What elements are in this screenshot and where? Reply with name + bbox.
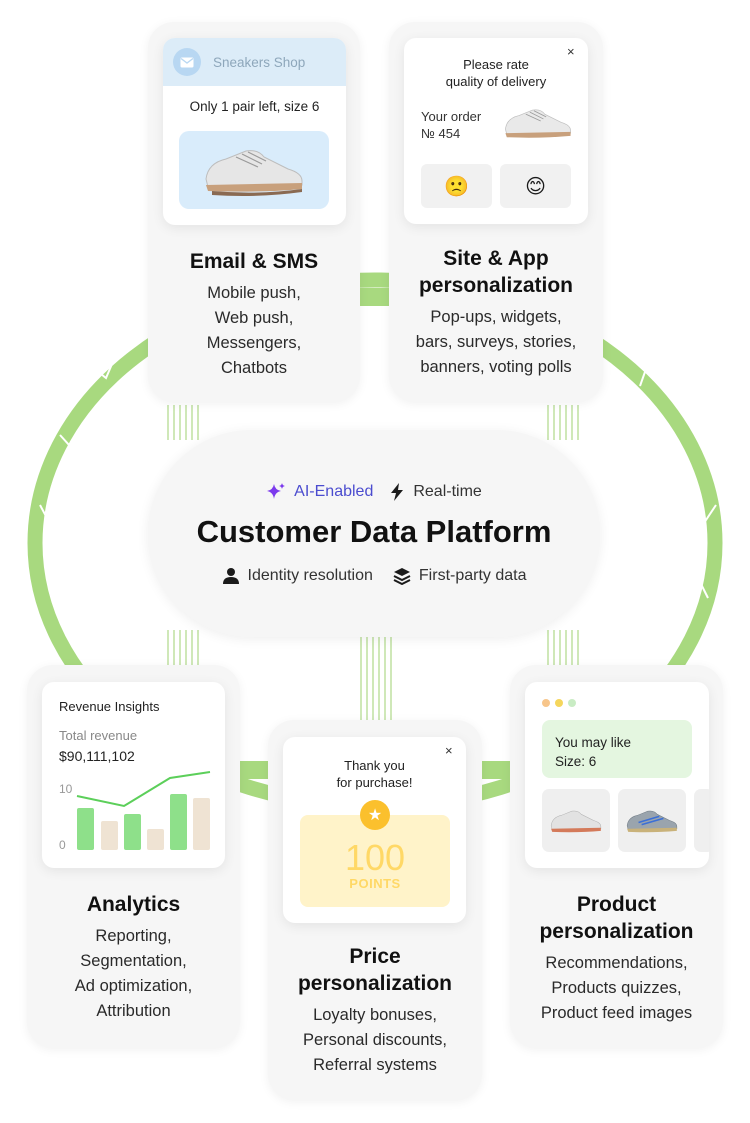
list-item: Products quizzes, [551,979,682,997]
chart-bar [193,798,210,850]
list-item: Chatbots [220,359,288,377]
lightning-icon [391,483,404,501]
list-item: Web push, [214,309,294,327]
site-app-title: Site & App personalization [418,247,574,297]
widget-title: Revenue Insights [59,699,160,714]
site-app-card: Please rate quality of delivery × Your o… [389,22,603,402]
user-icon [222,568,239,584]
thank-you-popup-widget: Thank you for purchase! × ★ 100 POINTS [283,737,466,923]
list-item: Recommendations, [545,954,688,972]
analytics-list: Reporting, Segmentation, Ad optimization… [27,924,240,1024]
email-sms-card: Sneakers Shop Only 1 pair left, size 6 E… [148,22,360,402]
list-item: Personal discounts, [303,1031,447,1049]
price-title: Price personalization [297,945,453,995]
list-item: Pop-ups, widgets, [430,308,562,326]
first-party-data-feature: First-party data [393,567,527,585]
list-item: Attribution [96,1002,171,1020]
total-revenue-value: $90,111,102 [59,748,135,764]
window-dot [542,699,550,707]
email-sms-title: Email & SMS [189,250,319,273]
chart-bar [170,794,187,850]
rate-bad-button[interactable]: 🙁 [421,164,492,208]
list-item: banners, voting polls [420,358,572,376]
list-item: Segmentation, [80,952,187,970]
email-sms-list: Mobile push, Web push, Messengers, Chatb… [148,281,360,381]
mail-icon [173,48,201,76]
you-may-like-box: You may like Size: 6 [542,720,692,778]
list-item: Product feed images [540,1004,693,1022]
identity-resolution-feature: Identity resolution [222,567,373,585]
list-item: bars, surveys, stories, [415,333,577,351]
first-party-data-label: First-party data [418,567,527,584]
cdp-title: Customer Data Platform [196,514,552,549]
window-dot [555,699,563,707]
price-personalization-card: Thank you for purchase! × ★ 100 POINTS P… [268,720,482,1100]
analytics-card: Revenue Insights Total revenue $90,111,1… [27,665,240,1048]
price-list: Loyalty bonuses, Personal discounts, Ref… [268,1003,482,1078]
email-preview-widget: Sneakers Shop Only 1 pair left, size 6 [163,38,346,225]
product-personalization-card: You may like Size: 6 Product personaliza… [510,665,723,1048]
cdp-badges: AI-Enabled Real-time [148,482,600,502]
product-tile[interactable] [694,789,709,852]
site-app-list: Pop-ups, widgets, bars, surveys, stories… [389,305,603,380]
rating-popup-widget: Please rate quality of delivery × Your o… [404,38,588,224]
list-item: Ad optimization, [74,977,193,995]
close-icon[interactable]: × [445,743,453,758]
chart-line [76,771,211,808]
points-reward: ★ 100 POINTS [300,800,450,907]
realtime-badge: Real-time [389,482,482,502]
ai-enabled-badge: AI-Enabled [266,482,373,502]
thank-you-message: Thank you for purchase! [336,758,413,790]
product-tile[interactable] [618,789,686,852]
revenue-insights-widget: Revenue Insights Total revenue $90,111,1… [42,682,225,868]
product-list: Recommendations, Products quizzes, Produ… [510,951,723,1026]
axis-label-low: 0 [59,838,66,852]
sneaker-image [179,131,329,209]
customer-data-platform: AI-Enabled Real-time Customer Data Platf… [148,430,600,637]
chart-bar [101,821,118,850]
email-header: Sneakers Shop [163,38,346,86]
list-item: Reporting, [95,927,172,945]
realtime-label: Real-time [413,483,482,500]
ai-enabled-label: AI-Enabled [294,483,374,500]
window-dot [568,699,576,707]
points-label: POINTS [349,876,401,891]
chart-bar [77,808,94,850]
rate-good-button[interactable]: 😊 [500,164,571,208]
total-revenue-label: Total revenue [59,728,138,743]
axis-label-high: 10 [59,782,73,796]
revenue-chart [76,771,211,850]
product-tile[interactable] [542,789,610,852]
close-icon[interactable]: × [567,44,575,59]
cdp-features: Identity resolution First-party data [148,567,600,585]
points-value: 100 [344,837,406,878]
list-item: Referral systems [313,1056,437,1074]
sneaker-icon [550,810,602,832]
sneaker-icon [626,810,678,832]
sneaker-icon [205,150,303,196]
recommendation-widget: You may like Size: 6 [525,682,709,868]
layers-icon [393,568,411,585]
rating-question: Please rate quality of delivery [445,57,547,89]
product-title: Product personalization [539,893,694,943]
sparkle-icon [267,483,286,499]
identity-resolution-label: Identity resolution [247,567,373,584]
analytics-title: Analytics [86,893,181,916]
list-item: Mobile push, [207,284,301,302]
email-message: Only 1 pair left, size 6 [189,99,320,114]
chart-bar [147,829,164,850]
list-item: Loyalty bonuses, [313,1006,437,1024]
star-icon: ★ [360,800,390,830]
list-item: Messengers, [206,334,302,352]
order-info: Your order № 454 [421,109,482,141]
email-sender: Sneakers Shop [213,54,306,70]
sneaker-icon [505,109,571,138]
chart-bar [124,814,141,850]
